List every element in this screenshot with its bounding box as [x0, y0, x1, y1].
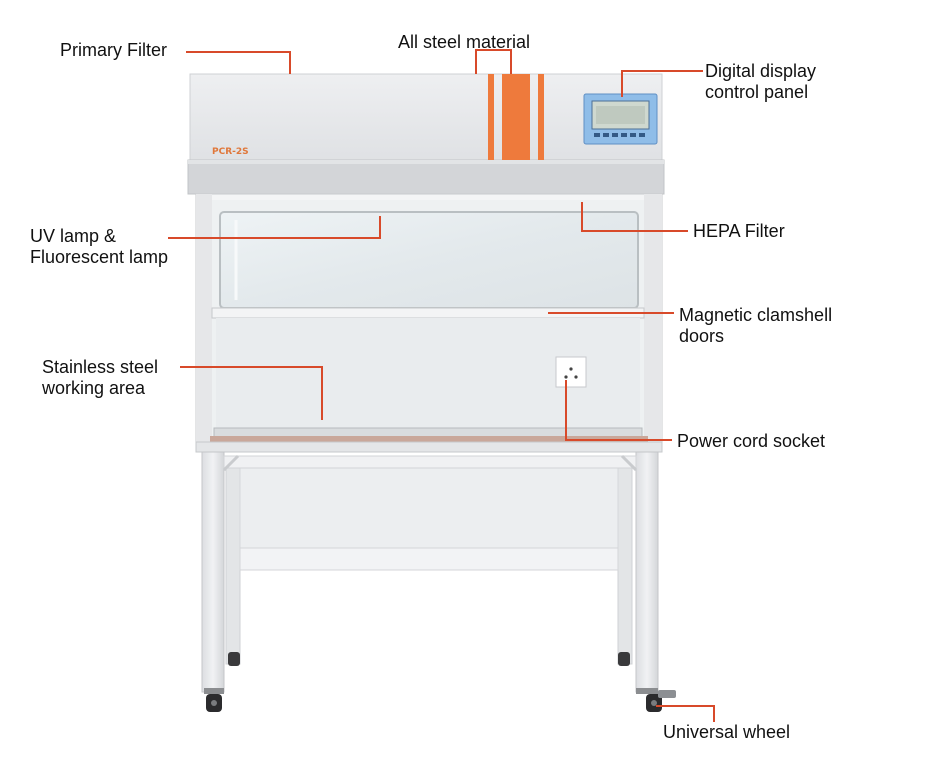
accent-stripes: [488, 74, 544, 160]
leader-universal-wheel: [656, 705, 715, 722]
wheel-body: [228, 652, 240, 666]
accent-stripe-main: [502, 74, 530, 160]
leader-lines: [168, 49, 715, 722]
top-housing: [187, 73, 665, 195]
stand-brace-left: [222, 454, 240, 472]
chamber-right-post: [644, 194, 662, 450]
accent-stripe-left: [488, 74, 494, 160]
chamber-left-post: [196, 194, 212, 450]
label-power-cord-socket: Power cord socket: [677, 431, 826, 451]
wheel-brake: [658, 690, 676, 698]
accent-stripe-right: [538, 74, 544, 160]
stand-top-rail: [223, 455, 637, 469]
stand-crossbar: [239, 547, 619, 571]
model-label: PCR-2S: [212, 147, 249, 157]
working-chamber: [195, 193, 663, 453]
wheel-mount: [636, 688, 658, 694]
wheel-front-right: [636, 688, 676, 712]
stand-back-leg-left: [225, 455, 241, 665]
stand-leg-right: [635, 451, 659, 693]
stand-back-panel: [239, 465, 619, 551]
label-universal-wheel: Universal wheel: [663, 722, 791, 742]
wheel-back-right: [618, 652, 630, 666]
leader-uv-lamp: [168, 216, 381, 239]
label-uv-fluorescent-lamp: UV lamp & Fluorescent lamp: [30, 226, 169, 267]
chamber-bottom: [195, 441, 663, 453]
wheel-back-left: [228, 652, 240, 666]
display-button: [612, 133, 618, 137]
display-button: [603, 133, 609, 137]
display-button: [630, 133, 636, 137]
wheel-hub: [651, 700, 657, 706]
worktop-front-lip: [210, 436, 648, 442]
label-primary-filter: Primary Filter: [60, 40, 167, 60]
leader-stainless-area: [180, 366, 323, 420]
power-socket: [555, 356, 587, 388]
wheel-mount: [204, 688, 224, 694]
leader-digital-display: [621, 70, 703, 97]
wheel-body: [618, 652, 630, 666]
display-button-row: [594, 133, 645, 137]
stand-back-leg-right: [617, 455, 633, 665]
label-all-steel-material: All steel material: [398, 32, 531, 52]
socket-pin: [569, 367, 573, 371]
leader-primary-filter: [186, 51, 291, 74]
stand: [201, 451, 659, 693]
display-screen-inner: [596, 106, 645, 124]
display-button: [594, 133, 600, 137]
leader-power-socket: [565, 380, 672, 441]
top-housing-base-band: [187, 159, 665, 195]
wheel-hub: [211, 700, 217, 706]
socket-pin: [564, 375, 568, 379]
display-button: [639, 133, 645, 137]
label-magnetic-clamshell-doors: Magnetic clamshell doors: [679, 305, 833, 346]
top-housing-base-highlight: [188, 160, 664, 164]
leader-all-steel: [475, 49, 512, 74]
wheel-front-left: [204, 688, 224, 712]
leader-hepa-filter: [581, 202, 688, 232]
wheels: [204, 652, 676, 712]
upper-glass-door: [219, 211, 639, 309]
label-stainless-steel-working-area: Stainless steel working area: [42, 357, 159, 398]
label-hepa-filter: HEPA Filter: [693, 221, 785, 241]
socket-pin: [574, 375, 578, 379]
stand-leg-left: [201, 451, 225, 693]
label-digital-display-control-panel: Digital display control panel: [705, 61, 817, 102]
display-button: [621, 133, 627, 137]
top-housing-body: [189, 73, 663, 163]
stand-brace-right: [620, 454, 638, 472]
digital-display-panel: [583, 93, 658, 145]
